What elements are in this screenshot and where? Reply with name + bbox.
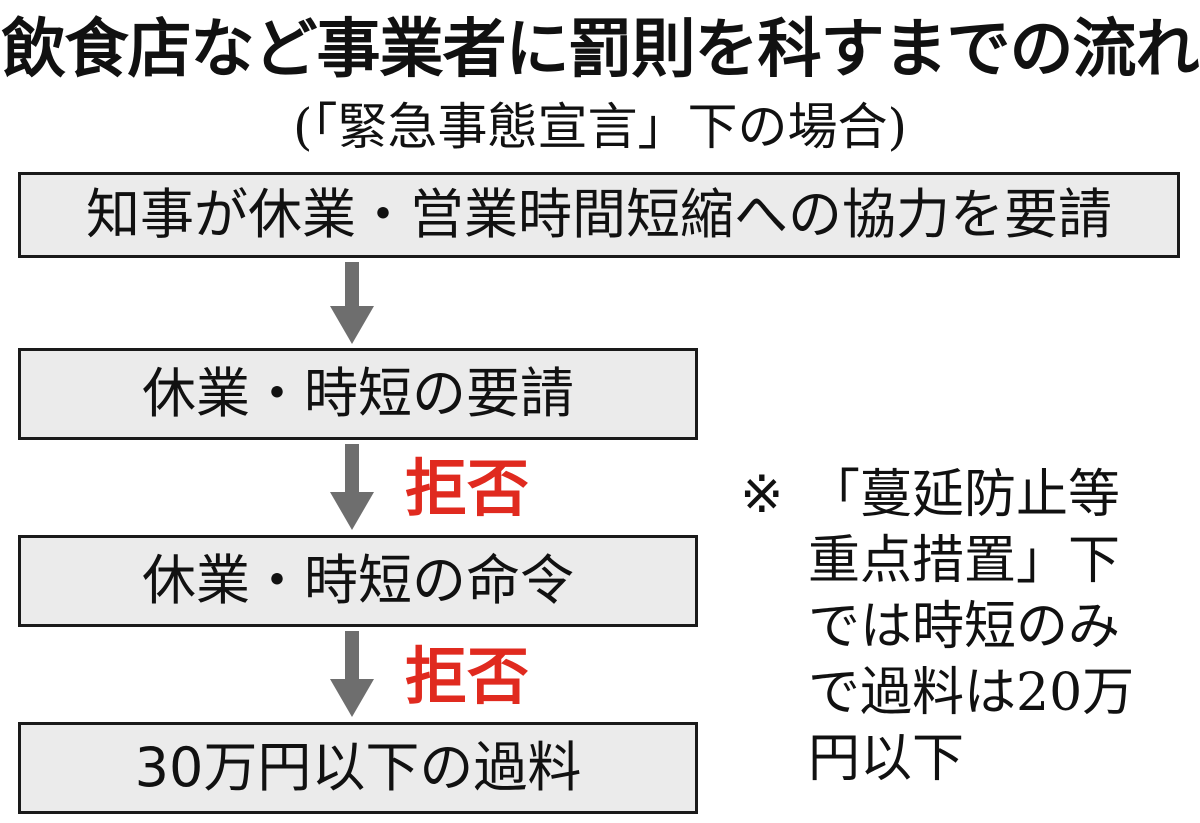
step-closure-order: 休業・時短の命令: [18, 535, 698, 627]
footnote-line: 重点措置」下: [808, 531, 1121, 591]
step-closure-request-label: 休業・時短の要請: [142, 362, 574, 425]
footnote-line: では時短のみ: [808, 597, 1121, 657]
refusal-label: 拒否: [405, 640, 530, 713]
down-arrow-icon: [330, 444, 374, 530]
step-governor-request: 知事が休業・営業時間短縮への協力を要請: [18, 172, 1180, 258]
step-fine-label: 30万円以下の過料: [134, 736, 582, 799]
footnote-line: で過料は20万: [808, 663, 1135, 723]
refusal-label: 拒否: [405, 452, 530, 525]
page-title: 飲食店など事業者に罰則を科すまでの流れ: [1, 13, 1200, 87]
down-arrow-icon: [330, 262, 374, 344]
reference-mark-icon: ※: [740, 465, 784, 525]
footnote: ※ 「蔓延防止等 重点措置」下 では時短のみ で過料は20万 円以下: [740, 462, 1190, 792]
step-closure-order-label: 休業・時短の命令: [142, 549, 574, 612]
step-fine: 30万円以下の過料: [18, 722, 698, 814]
step-closure-request: 休業・時短の要請: [18, 348, 698, 440]
subtitle: (「緊急事態宣言」下の場合): [292, 98, 907, 156]
down-arrow-icon: [330, 631, 374, 717]
footnote-line: 「蔓延防止等: [808, 465, 1121, 525]
footnote-line: 円以下: [808, 729, 965, 789]
step-governor-request-label: 知事が休業・営業時間短縮への協力を要請: [86, 183, 1112, 246]
